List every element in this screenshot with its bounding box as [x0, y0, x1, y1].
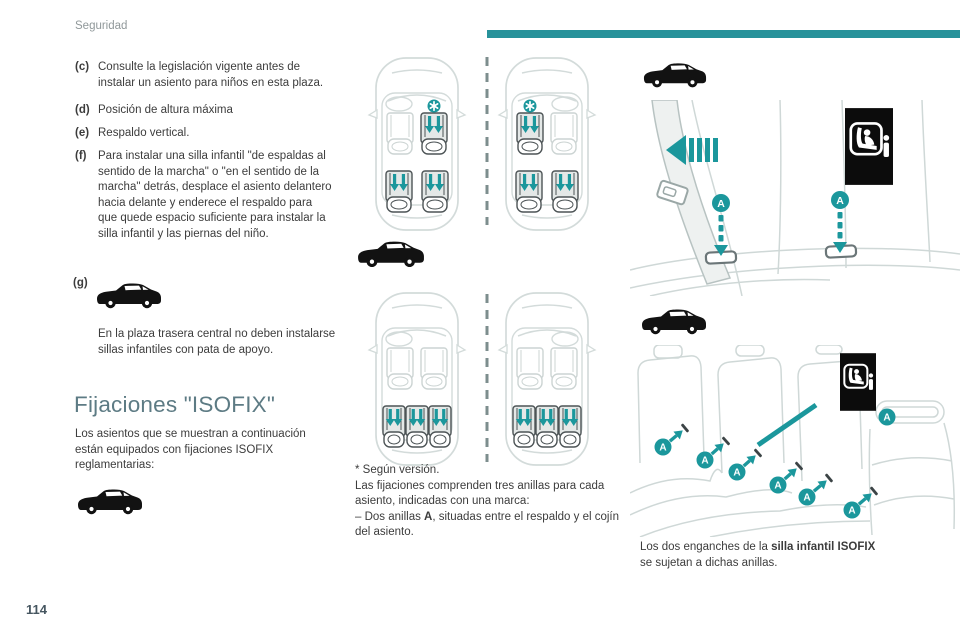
item-text: Consulte la legislación vigente antes de…: [98, 61, 324, 89]
anchor-badge: A: [712, 194, 730, 256]
car-icon: [76, 486, 144, 518]
svg-text:A: A: [701, 456, 708, 467]
figure-caption: Los dos enganches de la silla infantil I…: [640, 541, 876, 569]
svg-text:A: A: [848, 506, 855, 517]
svg-text:A: A: [659, 443, 666, 454]
anchor-badge: A: [696, 436, 730, 469]
page-header: Seguridad: [75, 20, 128, 32]
footnote-line3: – Dos anillas A, situadas entre el respa…: [355, 510, 620, 539]
page-number: 114: [26, 602, 47, 617]
footnote: * Según versión. Las fijaciones comprend…: [355, 463, 631, 541]
list-item-d: (d) Posición de altura máxima: [75, 103, 337, 119]
list-item-c: (c) Consulte la legislación vigente ante…: [75, 60, 337, 91]
isofix-label-icon: [845, 108, 893, 185]
svg-text:A: A: [717, 198, 725, 210]
item-text-g: En la plaza trasera central no deben ins…: [98, 328, 336, 356]
list-item-f: (f) Para instalar una silla infantil "de…: [75, 149, 333, 242]
item-label: (f): [75, 150, 87, 162]
car-icon: [642, 60, 708, 91]
item-text: Para instalar una silla infantil "de esp…: [98, 150, 332, 240]
isofix-label-icon: [840, 353, 876, 411]
anchor-badge: A: [654, 423, 689, 456]
anchor-ref-bold: A: [424, 510, 433, 523]
item-label-g: (g): [73, 277, 88, 289]
topdown-car-diagram-rhd-3rear: [497, 292, 597, 466]
caption-bold: silla infantil ISOFIX: [771, 541, 876, 553]
anchor-badge: A: [728, 448, 762, 481]
dashed-divider: [485, 294, 489, 462]
car-icon: [640, 306, 708, 338]
isofix-bench-figure: A A A A A A A: [630, 345, 956, 537]
topdown-car-diagram-lhd: [367, 57, 467, 231]
item-label: (d): [75, 104, 90, 116]
belt-arrow-icon: [666, 135, 718, 165]
pointer-line: [756, 402, 818, 448]
svg-text:A: A: [836, 195, 844, 207]
svg-text:A: A: [733, 468, 740, 479]
belt-buckle: [656, 179, 689, 206]
item-label: (c): [75, 61, 90, 73]
section-intro: Los asientos que se muestran a continuac…: [75, 428, 306, 471]
anchor-badge: A: [878, 408, 896, 426]
dashed-divider: [485, 57, 489, 225]
list-item-e: (e) Respaldo vertical.: [75, 126, 337, 142]
svg-text:A: A: [774, 481, 781, 492]
svg-text:A: A: [803, 493, 810, 504]
anchor-badge: A: [843, 486, 878, 519]
car-icon: [356, 238, 426, 271]
footnote-line1: * Según versión.: [355, 464, 440, 476]
accent-top-bar: [487, 30, 960, 38]
item-text: Respaldo vertical.: [98, 127, 190, 139]
svg-text:A: A: [883, 413, 890, 424]
section-heading: Fijaciones "ISOFIX": [74, 392, 276, 417]
anchor-badge: A: [769, 461, 803, 494]
item-label: (e): [75, 127, 90, 139]
item-text: Posición de altura máxima: [98, 104, 233, 116]
topdown-car-diagram-lhd-3rear: [367, 292, 467, 466]
footnote-line2: Las fijaciones comprenden tres anillas p…: [355, 479, 605, 508]
topdown-car-diagram-rhd: [497, 57, 597, 231]
car-icon: [95, 280, 163, 312]
anchor-badge: A: [798, 473, 833, 506]
anchor-badge: A: [831, 191, 849, 253]
